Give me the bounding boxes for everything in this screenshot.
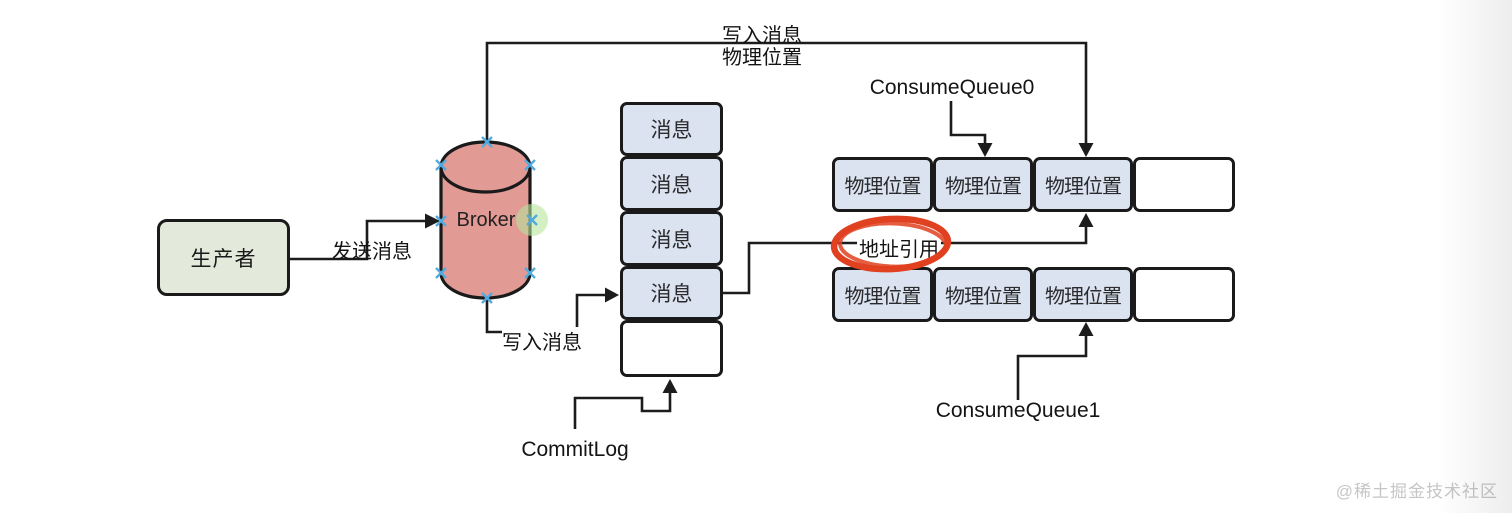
commitlog-cell-2: 消息 — [620, 156, 723, 211]
arrowhead — [425, 213, 440, 229]
write-physical-label: 写入消息 物理位置 — [722, 25, 802, 69]
watermark: @稀土掘金技术社区 — [1335, 482, 1498, 501]
edge-cq0-pointer — [949, 101, 987, 144]
arrowhead — [1078, 322, 1094, 336]
arrowhead — [1078, 143, 1094, 157]
cq1-cell-3: 物理位置 — [1033, 267, 1133, 322]
commitlog-label: CommitLog — [521, 438, 629, 461]
edge-commitlog-pointer — [573, 392, 672, 429]
commitlog-cell-1: 消息 — [620, 102, 723, 156]
cq1-cell-1: 物理位置 — [832, 267, 933, 322]
commitlog-cell-4: 消息 — [620, 266, 723, 320]
cq1-cell-empty — [1133, 267, 1235, 322]
consumequeue0-label: ConsumeQueue0 — [869, 76, 1035, 99]
producer-node: 生产者 — [157, 219, 290, 296]
arrowhead — [1078, 213, 1094, 227]
edge-broker-bottom — [485, 298, 502, 334]
edge-write-commitlog — [575, 293, 606, 327]
broker-label: Broker — [456, 209, 516, 231]
highlight-dot — [516, 204, 548, 236]
right-edge-fade — [1437, 0, 1512, 513]
arrowhead — [977, 143, 993, 157]
write-message-label: 写入消息 — [502, 332, 582, 354]
edge-cq1-pointer — [1016, 335, 1088, 400]
arrowhead — [662, 379, 678, 393]
commitlog-cell-3: 消息 — [620, 211, 723, 266]
arrowhead — [605, 287, 619, 303]
producer-label: 生产者 — [190, 247, 257, 271]
consumequeue1-label: ConsumeQueue1 — [935, 399, 1101, 422]
send-message-label: 发送消息 — [332, 241, 412, 263]
cq0-cell-empty — [1133, 157, 1235, 212]
commitlog-cell-empty — [620, 320, 723, 377]
cq0-cell-3: 物理位置 — [1033, 157, 1133, 212]
cq0-cell-1: 物理位置 — [832, 157, 933, 212]
cq1-cell-2: 物理位置 — [933, 267, 1033, 322]
address-reference-label: 地址引用 — [857, 233, 941, 262]
cq0-cell-2: 物理位置 — [933, 157, 1033, 212]
